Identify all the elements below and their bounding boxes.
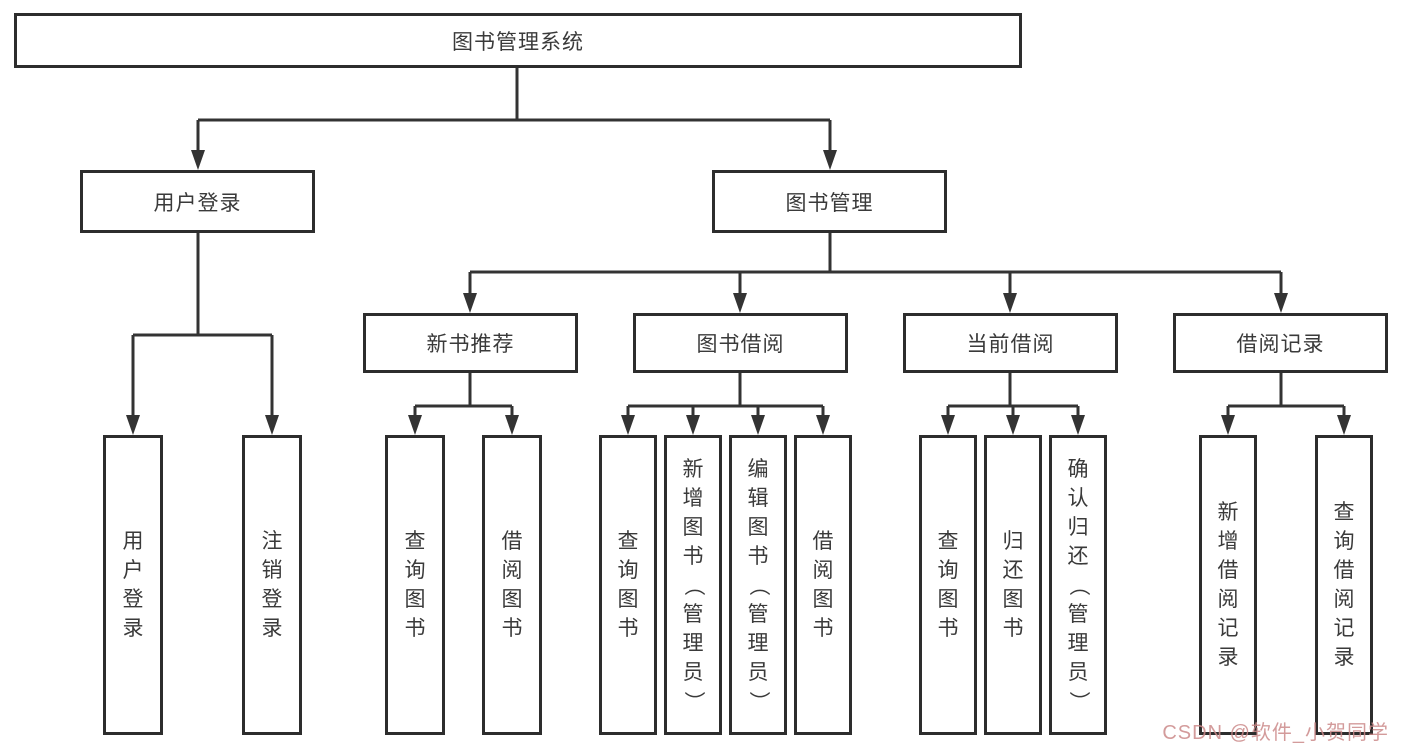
node-current-borrowing: 当前借阅: [903, 313, 1118, 373]
node-new-book-recommendation: 新书推荐: [363, 313, 578, 373]
leaf-cb-query-books: 查询图书: [919, 435, 977, 735]
leaf-user-login: 用户登录: [103, 435, 163, 735]
leaf-br-query-borrow-record: 查询借阅记录: [1315, 435, 1373, 735]
node-user-login: 用户登录: [80, 170, 315, 233]
leaf-bb-add-books-admin: 新增图书（管理员）: [664, 435, 722, 735]
watermark: CSDN @软件_小贺同学: [1162, 722, 1389, 744]
node-book-borrowing: 图书借阅: [633, 313, 848, 373]
leaf-logout-label: 注销登录: [261, 530, 283, 640]
leaf-bb-edit-books-admin-label: 编辑图书（管理员）: [746, 457, 770, 712]
connector-borrowing-records-to-leaves: [1221, 373, 1351, 435]
node-book-management: 图书管理: [712, 170, 947, 233]
leaf-nb-query-books: 查询图书: [385, 435, 445, 735]
node-borrowing-records: 借阅记录: [1173, 313, 1388, 373]
leaf-bb-edit-books-admin: 编辑图书（管理员）: [729, 435, 787, 735]
leaf-cb-confirm-return-admin: 确认归还（管理员）: [1049, 435, 1107, 735]
connector-book-management-to-level3: [463, 233, 1288, 313]
leaf-bb-borrow-books-label: 借阅图书: [812, 530, 834, 640]
leaf-bb-query-books: 查询图书: [599, 435, 657, 735]
connector-user-login-to-leaves: [126, 233, 279, 435]
node-root-library-management-system: 图书管理系统: [14, 13, 1022, 68]
leaf-br-query-borrow-record-label: 查询借阅记录: [1333, 501, 1355, 669]
leaf-cb-return-books-label: 归还图书: [1002, 530, 1024, 640]
leaf-user-login-label: 用户登录: [122, 530, 144, 640]
leaf-bb-add-books-admin-label: 新增图书（管理员）: [681, 457, 705, 712]
leaf-cb-return-books: 归还图书: [984, 435, 1042, 735]
leaf-cb-confirm-return-admin-label: 确认归还（管理员）: [1066, 457, 1090, 712]
leaf-nb-borrow-books-label: 借阅图书: [501, 530, 523, 640]
connector-book-borrowing-to-leaves: [621, 373, 830, 435]
leaf-logout: 注销登录: [242, 435, 302, 735]
leaf-br-add-borrow-record: 新增借阅记录: [1199, 435, 1257, 735]
connector-new-book-recommendation-to-leaves: [408, 373, 519, 435]
leaf-bb-query-books-label: 查询图书: [617, 530, 639, 640]
leaf-nb-borrow-books: 借阅图书: [482, 435, 542, 735]
connector-current-borrowing-to-leaves: [941, 373, 1085, 435]
leaf-br-add-borrow-record-label: 新增借阅记录: [1217, 501, 1239, 669]
leaf-bb-borrow-books: 借阅图书: [794, 435, 852, 735]
connector-root-to-level2: [191, 68, 837, 170]
leaf-nb-query-books-label: 查询图书: [404, 530, 426, 640]
leaf-cb-query-books-label: 查询图书: [937, 530, 959, 640]
